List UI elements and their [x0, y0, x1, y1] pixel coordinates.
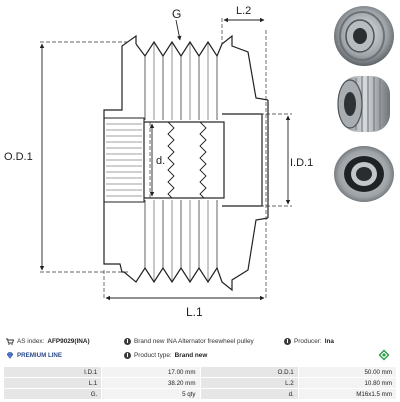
spec-label: I.D.1 [2, 366, 103, 378]
info-row-1: AS index: AFP9029(INA) Brand new INA Alt… [0, 334, 400, 348]
spec-value: M16x1.5 mm [297, 388, 398, 400]
pulley-front-photo [334, 6, 394, 66]
specs-table: I.D.1 17.00 mm O.D.1 50.00 mm L.1 38.20 … [2, 366, 398, 400]
product-type: Product type: Brand new [124, 351, 284, 359]
product-type-label: Product type: [134, 351, 172, 359]
spec-label: d. [199, 388, 299, 400]
info-icon [284, 337, 291, 345]
dimension-lines [39, 17, 291, 301]
producer: Producer: Ina [284, 337, 400, 345]
description-text: Brand new INA Alternator freewheel pulle… [134, 337, 254, 345]
hub-knurl-hatching [106, 123, 142, 197]
spec-label: L.1 [2, 377, 103, 389]
product-info: AS index: AFP9029(INA) Brand new INA Alt… [0, 334, 400, 362]
pulley-bearing-photo [334, 146, 394, 202]
label-l1: L.1 [186, 305, 203, 319]
description: Brand new INA Alternator freewheel pulle… [124, 337, 284, 345]
table-row: L.1 38.20 mm L.2 10.80 mm [2, 377, 398, 389]
label-g: G [172, 7, 181, 21]
product-photo-3[interactable] [330, 140, 398, 208]
table-row: G. 5 qty d. M16x1.5 mm [2, 388, 398, 400]
label-od1: O.D.1 [4, 151, 33, 163]
info-icon [124, 337, 131, 345]
as-index-value: AFP9029(INA) [47, 337, 90, 345]
pulley-angled-photo [337, 76, 390, 132]
spec-value: 5 qty [101, 388, 201, 400]
pulley-outline [103, 34, 269, 292]
premium-line: PREMIUM LINE [0, 352, 124, 359]
premium-line-text: PREMIUM LINE [17, 351, 63, 359]
diamond-icon [6, 351, 14, 359]
spec-label: O.D.1 [199, 366, 299, 378]
spec-value: 50.00 mm [297, 366, 398, 378]
extension-lines [40, 18, 292, 300]
spec-label: L.2 [199, 377, 299, 389]
info-row-2: PREMIUM LINE Product type: Brand new [0, 348, 400, 362]
cart-icon [6, 338, 15, 345]
spec-value: 10.80 mm [297, 377, 398, 389]
ina-logo-icon [378, 349, 390, 361]
product-type-value: Brand new [174, 351, 208, 359]
technical-drawing: G L.2 O.D.1 I.D.1 d. L.1 [4, 5, 313, 319]
info-icon [124, 351, 131, 359]
spec-value: 38.20 mm [101, 377, 201, 389]
label-l2: L.2 [236, 5, 251, 17]
product-photo-1[interactable] [330, 2, 398, 70]
spec-label: G. [2, 388, 103, 400]
spec-value: 17.00 mm [101, 366, 201, 378]
thread-profile [167, 121, 207, 199]
table-row: I.D.1 17.00 mm O.D.1 50.00 mm [2, 366, 398, 378]
as-index-label: AS index: [17, 337, 45, 345]
product-photo-2[interactable] [330, 70, 398, 138]
producer-label: Producer: [294, 337, 322, 345]
producer-value: Ina [324, 337, 334, 345]
label-d: d. [156, 155, 165, 167]
label-id1: I.D.1 [290, 157, 313, 169]
as-index: AS index: AFP9029(INA) [0, 338, 124, 345]
